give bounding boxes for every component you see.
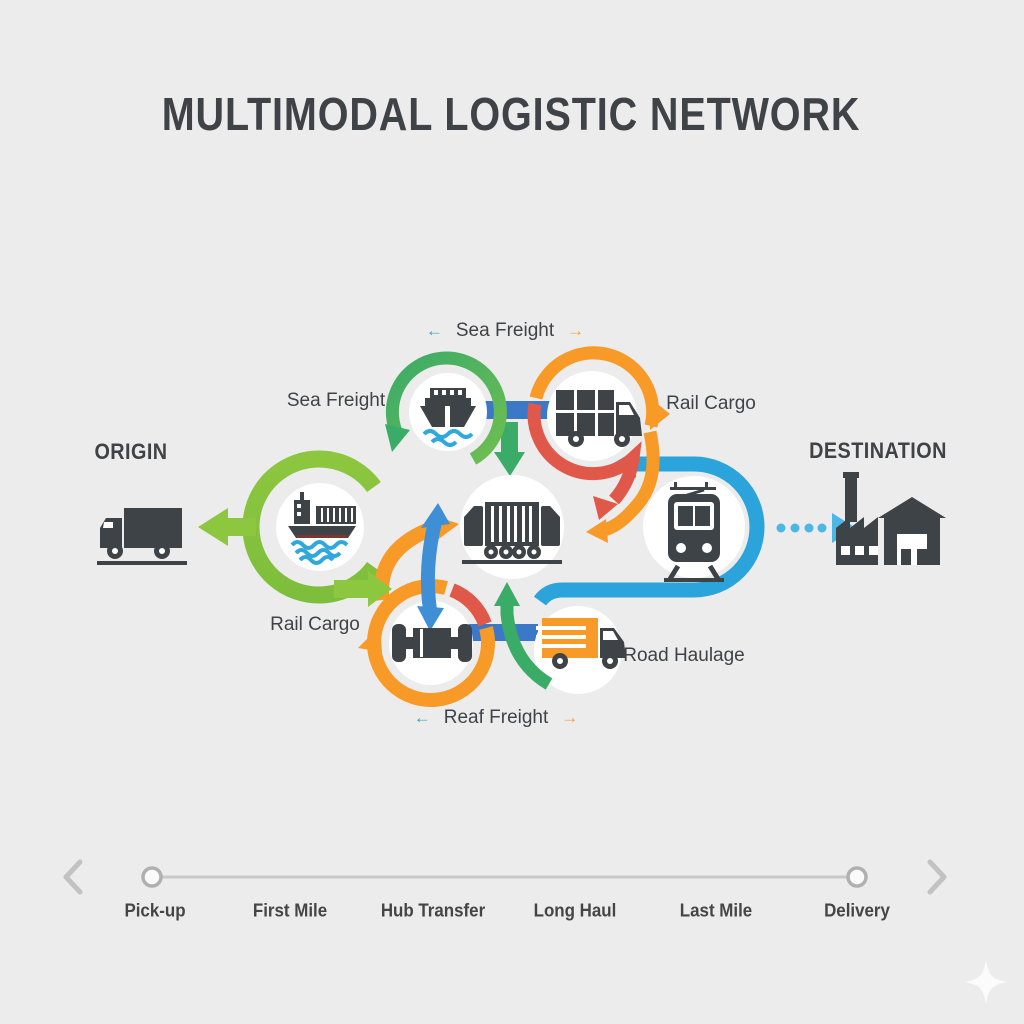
sea-freight-node-label: Sea Freight [286,390,386,411]
bottom-route-text: Reaf Freight [443,707,549,728]
timeline-step-hub-transfer: Hub Transfer [380,900,486,921]
arrow-right-icon: → [561,708,579,727]
timeline-track [63,859,947,895]
delivery-truck-icon [536,618,626,669]
red-arrow-to-hub [527,402,642,520]
lime-right-arrow [334,571,392,607]
train-front-icon [664,482,724,582]
timeline-step-last-mile: Last Mile [679,900,753,921]
rail-cargo-top-label: Rail Cargo [666,393,756,414]
timeline-start-dot [141,866,163,888]
page-title: MULTIMODAL LOGISTIC NETWORK [161,88,861,140]
timeline-step-long-haul: Long Haul [533,900,617,921]
lime-route-path [198,450,381,604]
road-haulage-label: Road Haulage [623,645,745,666]
rail-cargo-bottom-ring [358,579,495,707]
green-up-arrow [494,582,553,690]
rail-cargo-top-ring [529,346,670,430]
chevron-right-icon [927,859,947,895]
timeline-step-delivery: Delivery [824,900,890,921]
chevron-left-icon [63,859,83,895]
cruise-ship-icon [420,388,476,447]
freight-train-icon [462,502,562,564]
arrow-right-icon: → [567,321,585,340]
arrow-left-icon: ← [413,708,431,727]
destination-label: DESTINATION [809,438,947,463]
blue-double-arrow [417,503,450,631]
rail-cargo-bottom-label: Rail Cargo [270,614,360,635]
top-route-label: ← Sea Freight → [426,320,584,342]
timeline-step-pickup: Pick-up [124,900,186,921]
timeline-step-first-mile: First Mile [252,900,328,921]
origin-label: ORIGIN [94,439,168,464]
arrow-left-icon: ← [425,321,443,340]
sparkle-icon [965,960,1007,1004]
box-truck-icon [556,390,642,447]
sea-freight-top-ring [385,351,507,465]
origin-truck-icon [97,508,187,565]
wheel-axle-icon [392,624,472,662]
orange-arrow-to-hub [586,430,660,543]
container-ship-icon [288,492,356,565]
factory-warehouse-icon [836,472,946,565]
arrow-to-origin [198,508,228,546]
green-down-arrow [494,422,525,476]
top-route-text: Sea Freight [455,320,555,341]
bottom-route-label: ← Reaf Freight → [414,707,579,729]
timeline-end-dot [846,866,868,888]
